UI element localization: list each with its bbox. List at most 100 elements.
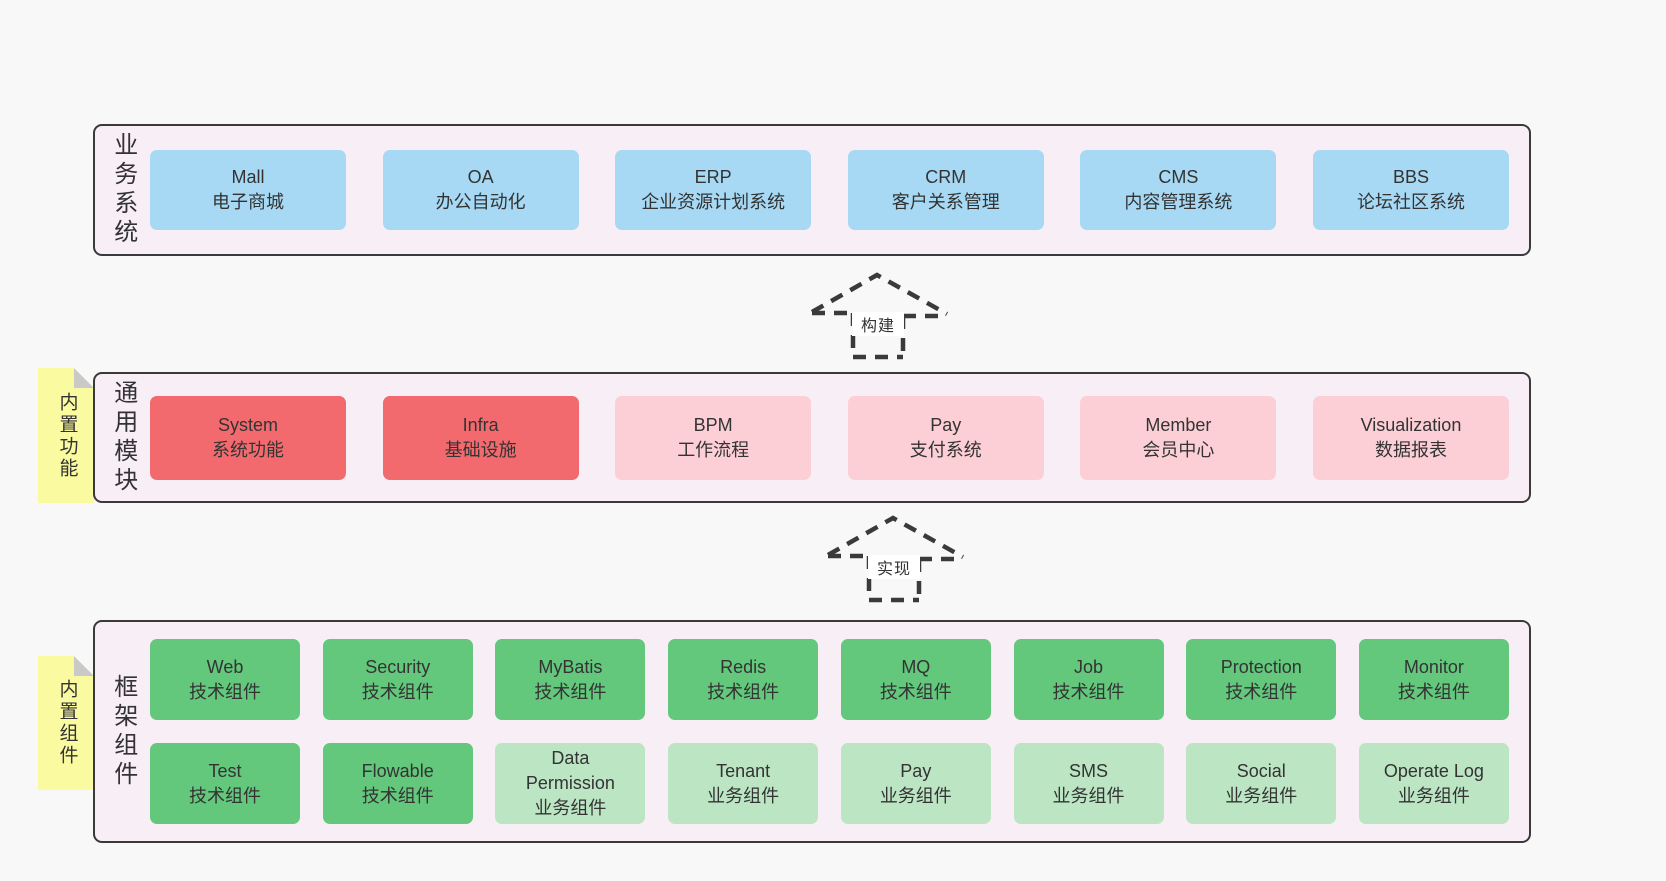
sticky-note-built-in-components: 内置组件 — [38, 656, 94, 790]
box-pay-component: Pay 业务组件 — [840, 743, 991, 824]
box-title: MyBatis — [538, 656, 603, 677]
box-subtitle: 业务组件 — [534, 798, 607, 818]
box-title: Test — [208, 760, 242, 781]
box-title: Operate Log — [1383, 760, 1484, 781]
box-title: CMS — [1158, 167, 1199, 187]
box-subtitle: 技术组件 — [879, 681, 952, 702]
box-mq: MQ 技术组件 — [840, 639, 991, 720]
box-title: Redis — [720, 656, 767, 677]
business-systems-layer: 业务系统 Mall 电子商城 OA 办公自动化 ERP 企业资源计划系统 CRM… — [93, 124, 1531, 256]
box-title: BBS — [1392, 167, 1429, 187]
box-subtitle: 系统功能 — [212, 439, 284, 460]
sticky-note-built-in-features: 内置功能 — [38, 368, 94, 503]
box-subtitle: 技术组件 — [361, 681, 434, 702]
box-mybatis: MyBatis 技术组件 — [495, 639, 646, 720]
business-systems-row: Mall 电子商城 OA 办公自动化 ERP 企业资源计划系统 CRM 客户关系… — [150, 126, 1529, 254]
common-modules-side-label: 通用模块 — [95, 374, 150, 501]
sticky-note-text: 内置功能 — [56, 391, 78, 480]
box-title: Tenant — [716, 760, 771, 781]
box-title: BPM — [693, 414, 733, 435]
box-visualization: Visualization 数据报表 — [1312, 395, 1509, 480]
box-subtitle: 技术组件 — [189, 785, 261, 806]
common-modules-layer: 通用模块 System 系统功能 Infra 基础设施 BPM 工作流程 Pay… — [93, 372, 1531, 503]
box-subtitle: 技术组件 — [361, 785, 434, 806]
box-title: Mall — [231, 167, 265, 187]
box-redis: Redis 技术组件 — [668, 639, 819, 720]
box-title: MQ — [901, 656, 931, 677]
box-subtitle: 业务组件 — [707, 785, 780, 806]
box-subtitle: 技术组件 — [707, 681, 780, 702]
box-subtitle: 业务组件 — [1052, 785, 1125, 806]
box-subtitle: 会员中心 — [1142, 439, 1215, 460]
box-crm: CRM 客户关系管理 — [847, 150, 1044, 230]
box-cms: CMS 内容管理系统 — [1080, 150, 1277, 230]
box-title: Member — [1145, 414, 1212, 435]
box-title: ERP — [694, 167, 732, 187]
box-title: Pay — [900, 760, 932, 781]
box-subtitle: 支付系统 — [909, 439, 982, 460]
sticky-note-text: 内置组件 — [56, 679, 78, 767]
box-pay-module: Pay 支付系统 — [847, 395, 1044, 480]
box-flowable: Flowable 技术组件 — [322, 743, 473, 824]
box-title: Flowable — [361, 760, 434, 781]
box-subtitle: 技术组件 — [1397, 681, 1470, 702]
box-subtitle: 技术组件 — [534, 681, 607, 702]
box-monitor: Monitor 技术组件 — [1358, 639, 1509, 720]
implement-arrow-label: 实现 — [868, 555, 920, 579]
box-title: Protection — [1220, 656, 1302, 677]
box-title: Monitor — [1403, 656, 1464, 677]
common-modules-row: System 系统功能 Infra 基础设施 BPM 工作流程 Pay 支付系统… — [150, 374, 1529, 501]
box-bpm: BPM 工作流程 — [615, 395, 812, 480]
box-title: Job — [1074, 656, 1104, 677]
box-title: CRM — [925, 167, 967, 187]
box-subtitle: 技术组件 — [189, 681, 261, 702]
box-member: Member 会员中心 — [1080, 395, 1277, 480]
side-label-text: 框架组件 — [109, 673, 137, 790]
box-title: Security — [365, 656, 431, 677]
framework-components-grid: Web 技术组件 Security 技术组件 MyBatis 技术组件 Redi… — [150, 622, 1529, 841]
build-arrow-label: 构建 — [852, 312, 904, 336]
box-title: SMS — [1069, 760, 1109, 781]
box-system: System 系统功能 — [150, 395, 346, 480]
box-subtitle: 论坛社区系统 — [1356, 192, 1465, 212]
box-tenant: Tenant 业务组件 — [668, 743, 819, 824]
box-security: Security 技术组件 — [322, 639, 473, 720]
box-infra: Infra 基础设施 — [382, 395, 579, 480]
box-subtitle: 电子商城 — [212, 192, 284, 212]
box-job: Job 技术组件 — [1013, 639, 1164, 720]
box-bbs: BBS 论坛社区系统 — [1312, 150, 1509, 230]
box-protection: Protection 技术组件 — [1186, 639, 1337, 720]
box-title: Web — [206, 656, 244, 677]
box-title: Pay — [930, 414, 962, 435]
box-subtitle: 办公自动化 — [435, 192, 526, 212]
box-subtitle: 业务组件 — [879, 785, 952, 806]
framework-components-layer: 框架组件 Web 技术组件 Security 技术组件 MyBatis 技术组件… — [93, 620, 1531, 843]
box-test: Test 技术组件 — [150, 743, 300, 824]
box-web: Web 技术组件 — [150, 639, 300, 720]
components-row-2: Test 技术组件 Flowable 技术组件 Data Permission … — [150, 743, 1509, 824]
box-mall: Mall 电子商城 — [150, 150, 346, 230]
business-systems-side-label: 业务系统 — [95, 126, 150, 254]
side-label-text: 通用模块 — [109, 379, 137, 496]
components-row-1: Web 技术组件 Security 技术组件 MyBatis 技术组件 Redi… — [150, 639, 1509, 720]
box-subtitle: 业务组件 — [1225, 785, 1298, 806]
box-title: OA — [467, 167, 494, 187]
box-operate-log: Operate Log 业务组件 — [1358, 743, 1509, 824]
box-erp: ERP 企业资源计划系统 — [615, 150, 812, 230]
side-label-text: 业务系统 — [109, 132, 137, 248]
box-oa: OA 办公自动化 — [382, 150, 579, 230]
box-subtitle: 技术组件 — [1052, 681, 1125, 702]
box-subtitle: 客户关系管理 — [891, 192, 1000, 212]
box-subtitle: 数据报表 — [1374, 439, 1447, 460]
box-title: System — [217, 414, 278, 435]
box-subtitle: 企业资源计划系统 — [641, 192, 786, 212]
box-subtitle: 基础设施 — [444, 439, 517, 460]
box-subtitle: 内容管理系统 — [1124, 192, 1233, 212]
box-title: Social — [1236, 760, 1286, 781]
box-title: Visualization — [1360, 414, 1462, 435]
box-sms: SMS 业务组件 — [1013, 743, 1164, 824]
framework-components-side-label: 框架组件 — [95, 622, 150, 841]
box-subtitle: 业务组件 — [1397, 785, 1470, 806]
box-social: Social 业务组件 — [1186, 743, 1337, 824]
